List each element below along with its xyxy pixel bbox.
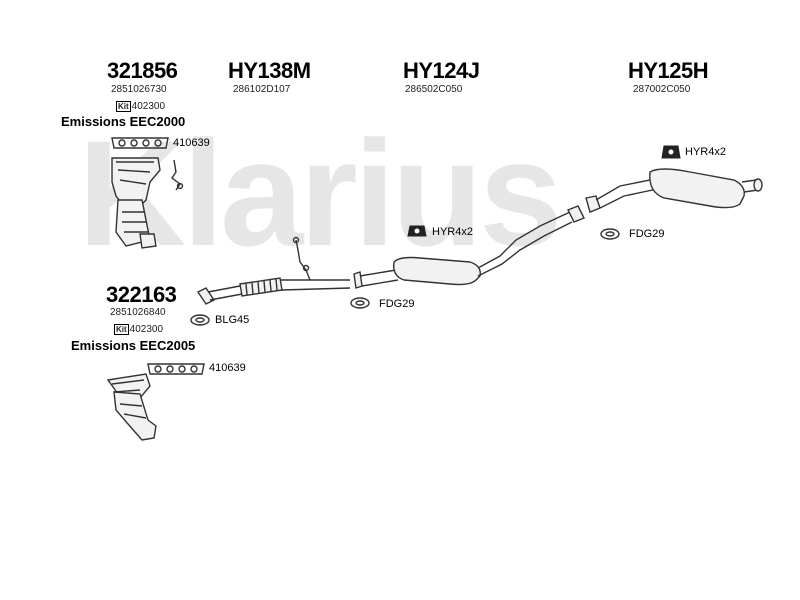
gasket-set-410639-bottom: [147, 363, 205, 375]
center-silencer-hy124j: [353, 205, 585, 289]
part-number-321856: 321856: [107, 58, 178, 83]
catalytic-converter-top: [111, 157, 161, 249]
kit-label-1: Kit 402300: [116, 101, 165, 112]
oem-number-286102d107: 286102D107: [233, 84, 291, 95]
gasket-fdg29-rear: [600, 228, 620, 240]
oem-number-2851026730: 2851026730: [111, 84, 167, 95]
emissions-label-eec2005: Emissions EEC2005: [71, 338, 196, 353]
rubber-mount-hyr4x2-rear: [661, 145, 681, 159]
oem-number-287002c050: 287002C050: [633, 84, 691, 95]
rear-silencer-hy125h: [585, 168, 763, 213]
part-number-hy124j: HY124J: [403, 58, 480, 83]
fitting-label-hyr4x2-center: HYR4x2: [432, 226, 473, 238]
fitting-label-fdg29-rear: FDG29: [629, 228, 665, 240]
part-number-hy138m: HY138M: [228, 58, 311, 83]
kit-number: 402300: [131, 101, 166, 112]
sensor-stud-top: [171, 159, 184, 191]
fitting-label-410639-bottom: 410639: [209, 362, 246, 374]
part-number-322163: 322163: [106, 282, 177, 307]
brand-watermark: Klarius: [78, 109, 563, 277]
catalytic-converter-bottom: [106, 373, 157, 441]
fitting-label-fdg29-center: FDG29: [379, 298, 415, 310]
gasket-blg45: [190, 314, 210, 326]
oem-number-2851026840: 2851026840: [110, 307, 166, 318]
fitting-label-410639-top: 410639: [173, 137, 210, 149]
emissions-label-eec2000: Emissions EEC2000: [61, 114, 186, 129]
kit-badge: Kit: [116, 101, 131, 112]
fitting-label-blg45: BLG45: [215, 314, 250, 326]
gasket-set-410639-top: [111, 137, 169, 149]
oem-number-286502c050: 286502C050: [405, 84, 463, 95]
rubber-mount-hyr4x2-center: [407, 225, 427, 237]
front-pipe-hy138m: [196, 236, 351, 305]
fitting-label-hyr4x2-rear: HYR4x2: [685, 146, 726, 158]
kit-label-2: Kit 402300: [114, 324, 163, 335]
kit-badge: Kit: [114, 324, 129, 335]
kit-number: 402300: [129, 324, 164, 335]
part-number-hy125h: HY125H: [628, 58, 709, 83]
gasket-fdg29-center: [350, 297, 370, 309]
